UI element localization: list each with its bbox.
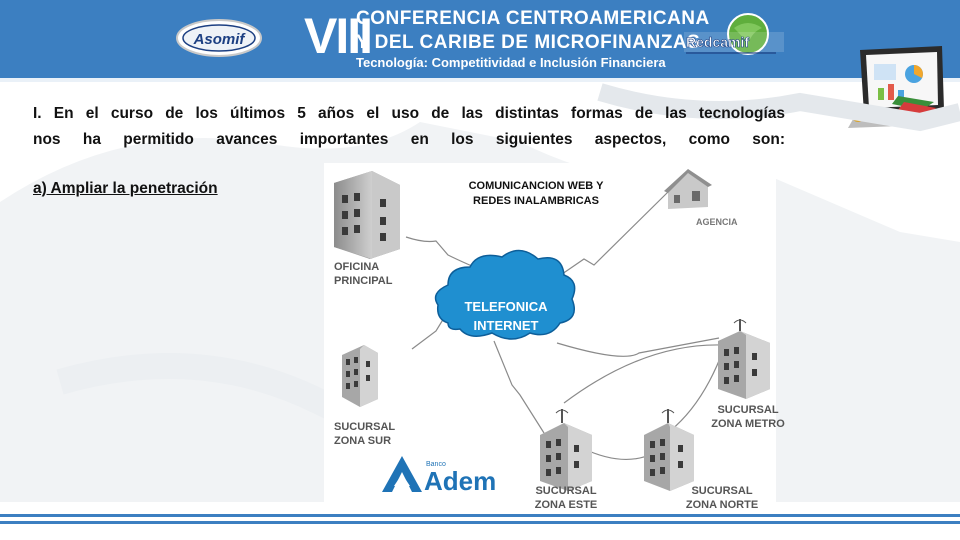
diagram-title: COMUNICANCION WEB Y REDES INALAMBRICAS — [460, 179, 612, 209]
conference-roman-numeral: VIII — [304, 8, 373, 64]
este-label-line2: ZONA ESTE — [534, 499, 598, 511]
norte-label-line1: SUCURSAL — [691, 485, 753, 497]
agencia-house — [664, 169, 712, 209]
conference-title-line1: CONFERENCIA CENTROAMERICANA — [356, 8, 710, 29]
banco-ademi-logo: Banco Ademi — [382, 456, 498, 496]
cloud-label-line1: TELEFONICA — [464, 299, 548, 314]
sucursal-metro-building — [718, 319, 770, 399]
sucursal-norte-label: SUCURSAL ZONA NORTE — [682, 484, 762, 512]
norte-label-line2: ZONA NORTE — [685, 499, 759, 511]
asomif-logo: Asomif — [176, 19, 262, 57]
diagram-title-line2: REDES INALAMBRICAS — [473, 195, 599, 207]
wireless-este-norte — [581, 447, 655, 461]
internet-cloud — [434, 249, 576, 340]
sucursal-este-label: SUCURSAL ZONA ESTE — [534, 484, 598, 512]
sucursal-sur-building — [342, 345, 378, 407]
link-este-internet — [493, 340, 545, 434]
network-diagram-graphics — [334, 169, 770, 491]
intro-paragraph-line1: I. En el curso de los últimos 5 años el … — [33, 105, 785, 122]
ademi-logo-text: Ademi — [424, 466, 498, 496]
sucursal-este-building — [540, 409, 592, 491]
link-metro-internet — [556, 337, 720, 357]
conference-title-line2: Y DEL CARIBE DE MICROFINANZAS — [356, 32, 701, 53]
ademi-logo-small-text: Banco — [426, 461, 446, 468]
sucursal-norte-building — [644, 409, 694, 491]
cloud-label-line2: INTERNET — [473, 318, 539, 333]
sur-label-line1: SUCURSAL — [334, 421, 396, 433]
este-label-line1: SUCURSAL — [535, 485, 597, 497]
header-divider — [0, 78, 960, 82]
oficina-principal-label: OFICINA PRINCIPAL — [334, 260, 392, 288]
header-banner — [0, 0, 960, 78]
footer-stripe-bottom — [0, 521, 960, 524]
oficina-label-line2: PRINCIPAL — [334, 275, 393, 287]
point-a-heading: a) Ampliar la penetración — [33, 180, 218, 197]
intro-paragraph-line2: nos ha permitido avances importantes en … — [33, 131, 785, 148]
sucursal-sur-label: SUCURSAL ZONA SUR — [334, 420, 395, 448]
sucursal-metro-label: SUCURSAL ZONA METRO — [710, 403, 786, 431]
oficina-label-line1: OFICINA — [334, 261, 380, 273]
agencia-label: AGENCIA — [696, 217, 738, 227]
asomif-logo-text: Asomif — [193, 31, 247, 48]
redcamif-logo-text: Redcamif — [686, 34, 749, 50]
link-agencia-internet — [548, 190, 670, 284]
sur-label-line2: ZONA SUR — [334, 435, 392, 447]
metro-label-line2: ZONA METRO — [711, 418, 785, 430]
oficina-principal-building — [334, 171, 400, 259]
redcamif-logo: Redcamif — [684, 13, 784, 55]
metro-label-line1: SUCURSAL — [717, 404, 779, 416]
footer-stripe-top — [0, 514, 960, 517]
intro-paragraph: I. En el curso de los últimos 5 años el … — [33, 101, 785, 153]
conference-subtitle: Tecnología: Competitividad e Inclusión F… — [356, 55, 666, 70]
internet-cloud-label: TELEFONICA INTERNET — [448, 297, 564, 335]
diagram-title-line1: COMUNICANCION WEB Y — [468, 180, 604, 192]
wireless-este-metro — [563, 344, 723, 404]
